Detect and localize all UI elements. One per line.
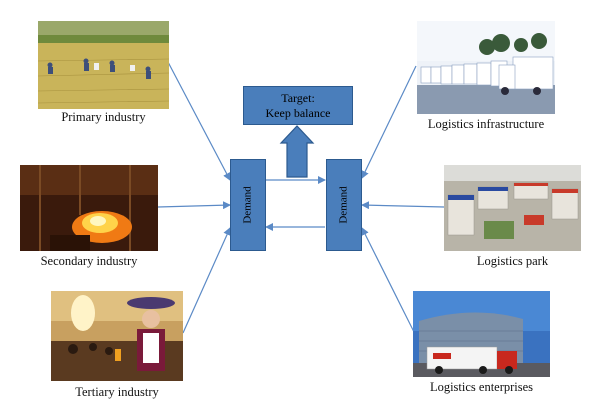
- logistics-infrastructure-photo: [417, 21, 555, 114]
- logistics-park-photo: [444, 165, 581, 251]
- up-arrow-to-target: [279, 125, 315, 178]
- target-label: Target:: [281, 90, 315, 105]
- arrow-tertiary-to-demand: [182, 227, 231, 334]
- arrow-primary-to-demand: [167, 61, 231, 181]
- target-box: Target: Keep balance: [243, 86, 353, 125]
- arrow-infrastructure-to-demand: [361, 65, 417, 179]
- primary-industry-photo: [38, 21, 169, 109]
- caption-logistics-park: Logistics park: [476, 254, 549, 268]
- tertiary-industry-photo: [51, 291, 183, 381]
- caption-secondary-industry: Secondary industry: [40, 254, 138, 268]
- caption-primary-industry: Primary industry: [61, 110, 146, 124]
- caption-logistics-enterprises: Logistics enterprises: [429, 380, 534, 394]
- target-value: Keep balance: [265, 105, 331, 120]
- demand-right-label: Demand: [338, 186, 351, 224]
- caption-tertiary-industry: Tertiary industry: [75, 385, 159, 399]
- arrow-secondary-to-demand: [157, 201, 231, 210]
- arrow-park-to-demand: [361, 201, 445, 210]
- demand-box-left: Demand: [230, 159, 266, 251]
- demand-left-label: Demand: [242, 186, 255, 224]
- arrow-enterprises-to-demand: [361, 227, 416, 335]
- caption-logistics-infrastructure: Logistics infrastructure: [427, 117, 545, 131]
- secondary-industry-photo: [20, 165, 158, 251]
- demand-box-right: Demand: [326, 159, 362, 251]
- logistics-enterprises-photo: [413, 291, 550, 377]
